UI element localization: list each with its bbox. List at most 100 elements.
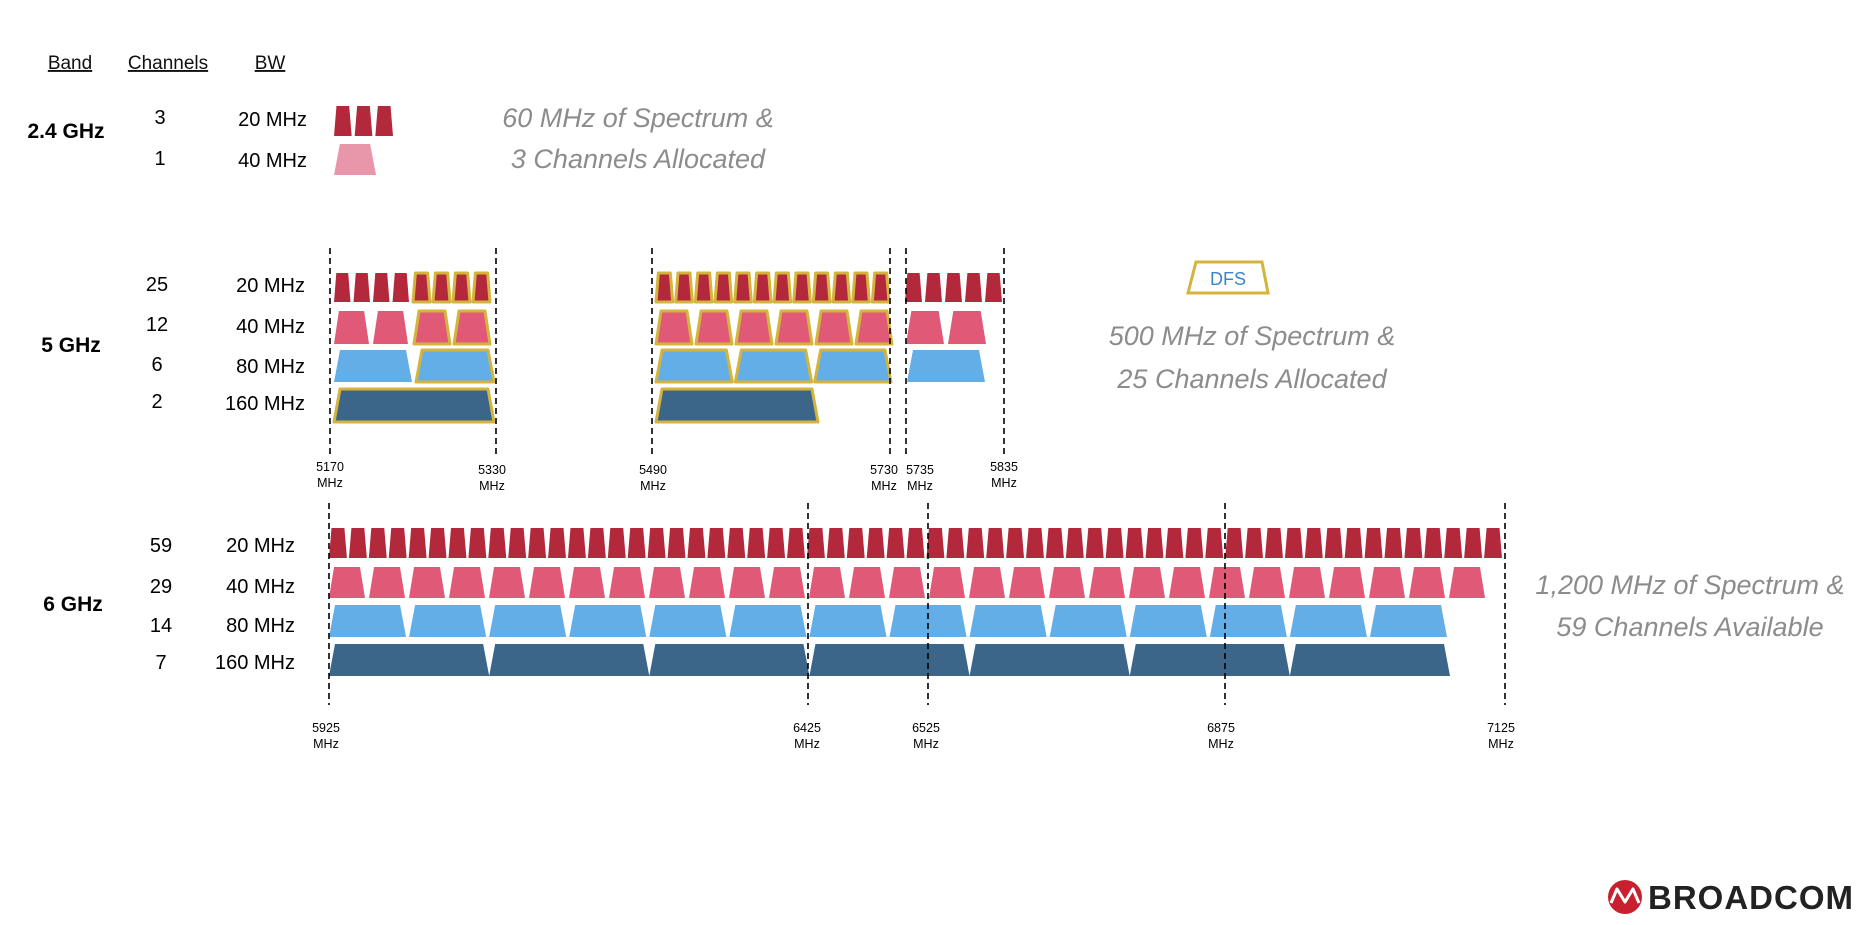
summary-6ghz-line1: 1,200 MHz of Spectrum & [1535,570,1844,600]
channel-6ghz-80mhz-14 [1369,605,1447,637]
channel-6ghz-20mhz-36 [1026,528,1044,558]
bw-5ghz-160: 160 MHz [225,393,305,415]
channel-5ghz-mid-20mhz-dfs-11 [851,271,871,304]
channel-6ghz-40mhz-17 [969,567,1005,598]
channels-6ghz-80: 14 [150,615,172,637]
channel-6ghz-20mhz-39 [1085,528,1104,558]
channel-5ghz-mid-20mhz-dfs-8 [792,271,812,304]
channel-6ghz-40mhz-4 [449,567,485,598]
channel-5ghz-low-20mhz-dfs-1 [411,271,432,304]
channel-6ghz-40mhz-28 [1409,567,1445,598]
channel-6ghz-40mhz-14 [849,567,885,598]
freq-label-6525: 6525 [912,721,940,735]
channel-6ghz-40mhz-26 [1329,567,1365,598]
channel-6ghz-80mhz-9 [969,605,1047,637]
summary-5ghz-line1: 500 MHz of Spectrum & [1109,321,1396,351]
freq-unit-7125: MHz [1488,737,1514,751]
channel-6ghz-20mhz-10 [508,528,527,558]
channel-5ghz-mid-20mhz-dfs-10 [831,271,852,304]
freq-unit-5730: MHz [871,479,897,493]
channel-6ghz-20mhz-52 [1344,528,1363,558]
broadcom-logo: BROADCOM [1608,879,1853,916]
freq-unit-5170: MHz [317,476,343,490]
channel-6ghz-20mhz-45 [1205,528,1224,558]
channel-6ghz-20mhz-30 [906,528,925,558]
channel-6ghz-40mhz-3 [409,567,445,598]
channel-6ghz-20mhz-25 [806,528,825,558]
header-band: Band [48,53,92,74]
channel-5ghz-mid-40mhz-dfs-6 [854,309,894,346]
channel-6ghz-20mhz-47 [1245,528,1264,558]
dfs-legend: DFS [1186,260,1270,295]
channel-6ghz-20mhz-7 [448,528,467,558]
channel-5ghz-low-160mhz-dfs-1 [332,387,496,424]
channel-6ghz-40mhz-9 [649,567,685,598]
channel-6ghz-40mhz-1 [329,567,365,598]
bw-6ghz-40: 40 MHz [226,576,295,598]
freq-label-6425: 6425 [793,721,821,735]
channel-6ghz-40mhz-10 [689,567,725,598]
channel-6ghz-20mhz-40 [1105,528,1124,558]
channel-6ghz-40mhz-11 [729,567,765,598]
channel-6ghz-20mhz-26 [826,528,845,558]
channel-6ghz-20mhz-43 [1165,528,1184,558]
broadcom-logo-icon [1608,880,1642,914]
channels-2-4ghz-40: 1 [154,148,165,170]
channel-6ghz-20mhz-24 [787,528,805,558]
freq-unit-6425: MHz [794,737,820,751]
channel-6ghz-160mhz-7 [1289,644,1450,676]
freq-label-5330: 5330 [478,463,506,477]
channel-2-4ghz-40mhz-1 [334,144,376,175]
channel-6ghz-80mhz-3 [489,605,567,637]
channel-6ghz-40mhz-18 [1009,567,1045,598]
channel-6ghz-40mhz-2 [369,567,405,598]
channel-5ghz-mid-20mhz-dfs-5 [733,271,753,304]
channel-5ghz-high-20mhz-5 [985,273,1002,302]
channel-6ghz-20mhz-3 [368,528,387,558]
band-label-2-4ghz: 2.4 GHz [27,120,104,143]
channel-6ghz-20mhz-15 [607,528,626,558]
channel-6ghz-80mhz-6 [729,605,807,637]
channel-5ghz-mid-40mhz-dfs-4 [774,309,814,346]
channel-6ghz-20mhz-17 [647,528,666,558]
channel-6ghz-160mhz-6 [1129,644,1290,676]
channel-6ghz-20mhz-20 [707,528,726,558]
channel-5ghz-mid-40mhz-dfs-3 [734,309,774,346]
bw-5ghz-20: 20 MHz [236,275,305,297]
channel-6ghz-80mhz-2 [409,605,487,637]
bw-2-4ghz-20: 20 MHz [238,109,307,131]
channel-6ghz-20mhz-2 [348,528,367,558]
channel-6ghz-80mhz-5 [649,605,727,637]
channels-5ghz-40: 12 [146,314,168,336]
channel-5ghz-low-20mhz-dfs-2 [431,271,452,304]
channel-6ghz-20mhz-6 [428,528,447,558]
channel-5ghz-mid-20mhz-dfs-12 [870,271,891,304]
channel-5ghz-low-80mhz-dfs-1 [414,348,496,384]
channel-6ghz-160mhz-3 [649,644,810,676]
channel-5ghz-low-40mhz-2 [373,311,408,344]
freq-label-5735: 5735 [906,463,934,477]
channel-6ghz-20mhz-9 [488,528,507,558]
channel-6ghz-20mhz-31 [926,528,945,558]
freq-unit-5925: MHz [313,737,339,751]
channel-5ghz-mid-160mhz-dfs-1 [654,387,820,424]
dfs-legend-label: DFS [1210,269,1246,289]
channel-6ghz-40mhz-27 [1369,567,1405,598]
channel-6ghz-160mhz-1 [329,644,490,676]
channel-6ghz-20mhz-28 [866,528,885,558]
channel-5ghz-low-40mhz-1 [334,311,369,344]
channel-6ghz-40mhz-25 [1289,567,1325,598]
channel-6ghz-20mhz-42 [1145,528,1164,558]
channels-2-4ghz-20: 3 [154,107,165,129]
bw-6ghz-160: 160 MHz [215,652,295,674]
channel-5ghz-mid-20mhz-dfs-2 [674,271,694,304]
channel-6ghz-80mhz-11 [1129,605,1207,637]
channel-6ghz-40mhz-21 [1129,567,1165,598]
channel-6ghz-40mhz-22 [1169,567,1205,598]
channel-6ghz-20mhz-35 [1006,528,1025,558]
channel-5ghz-high-80mhz-1 [907,350,985,382]
freq-unit-5835: MHz [991,476,1017,490]
freq-unit-6875: MHz [1208,737,1234,751]
channel-6ghz-40mhz-7 [569,567,605,598]
channel-6ghz-20mhz-11 [528,528,547,558]
